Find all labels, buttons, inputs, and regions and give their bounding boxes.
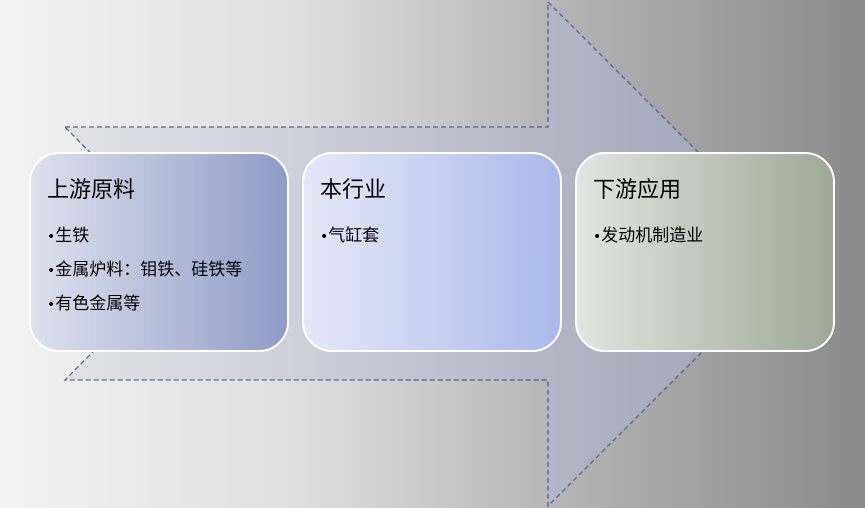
list-item: •气缸套 [320, 226, 380, 246]
upstream-materials-box: 上游原料 •生铁 •金属炉料：钼铁、硅铁等 •有色金属等 [29, 152, 289, 352]
industry-box: 本行业 •气缸套 [302, 152, 562, 352]
list-item: •金属炉料：钼铁、硅铁等 [47, 260, 243, 280]
list-item: •生铁 [47, 226, 90, 246]
item-list: •生铁 •金属炉料：钼铁、硅铁等 •有色金属等 [47, 220, 271, 322]
box-title: 上游原料 [47, 178, 136, 203]
downstream-application-box: 下游应用 •发动机制造业 [575, 152, 835, 352]
item-list: •气缸套 [320, 220, 544, 254]
box-title: 本行业 [320, 178, 387, 203]
item-list: •发动机制造业 [593, 220, 817, 254]
box-title: 下游应用 [593, 178, 682, 203]
list-item: •发动机制造业 [593, 226, 704, 246]
list-item: •有色金属等 [47, 294, 141, 314]
